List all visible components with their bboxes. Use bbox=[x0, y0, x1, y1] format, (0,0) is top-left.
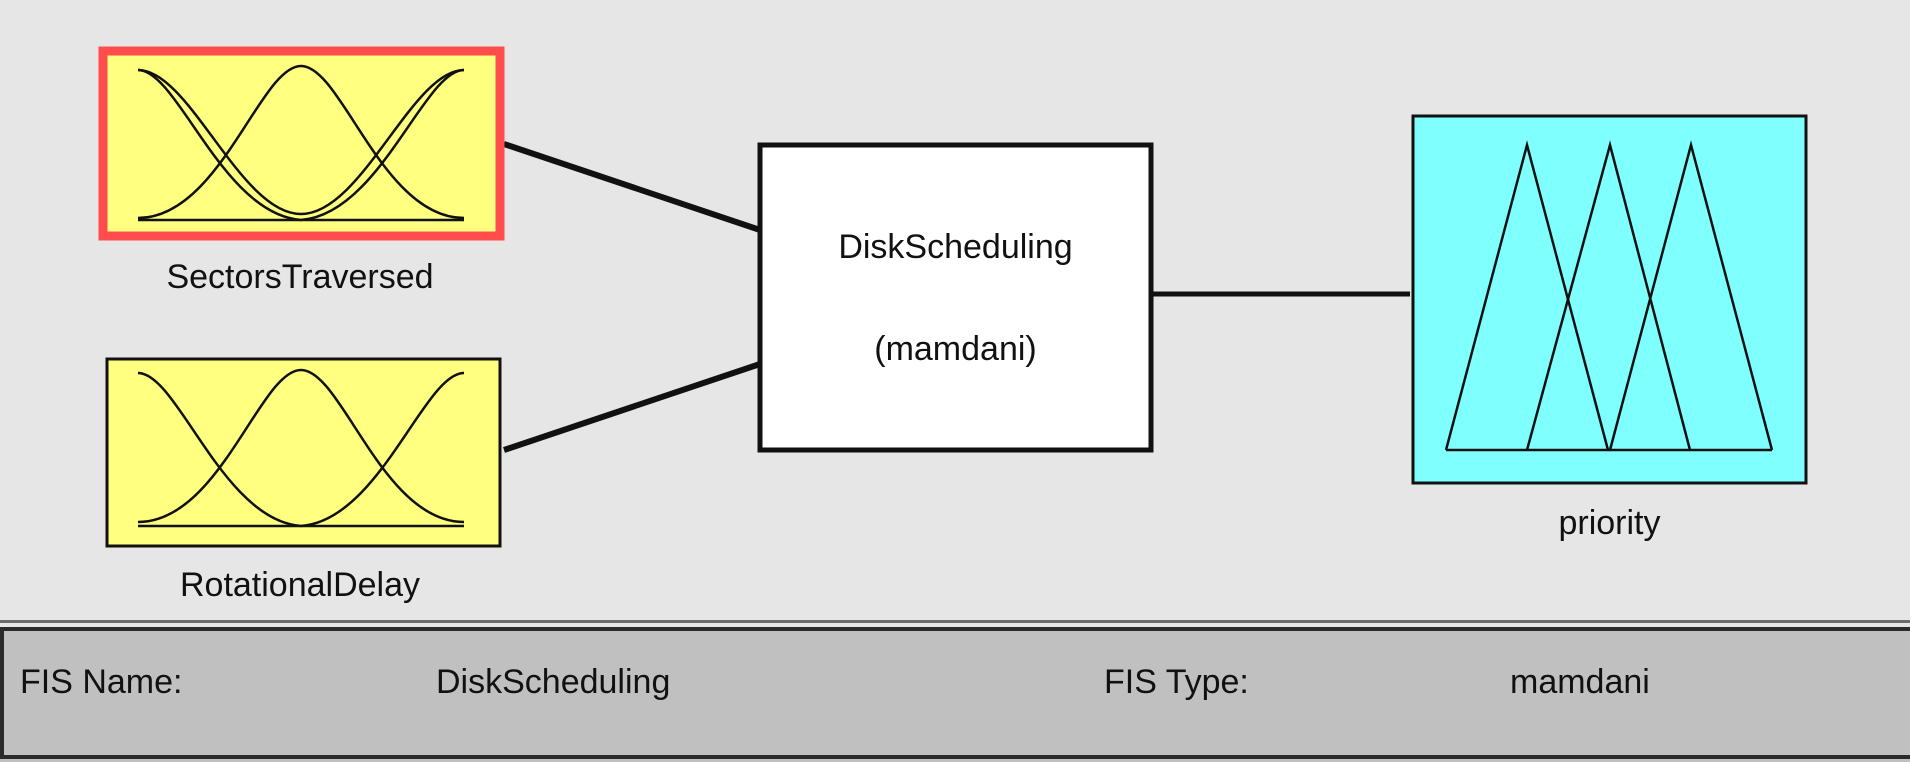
input-label-sectors-traversed: SectorsTraversed bbox=[166, 258, 434, 296]
panel-divider-highlight bbox=[0, 623, 1910, 627]
fis-info-panel: FIS Name: DiskScheduling FIS Type: mamda… bbox=[0, 620, 1910, 762]
output-label-priority: priority bbox=[1558, 504, 1661, 542]
output-node-priority[interactable] bbox=[1411, 114, 1808, 485]
panel-bottom-border bbox=[0, 755, 1910, 759]
input-node-rotational-delay[interactable] bbox=[105, 357, 502, 548]
system-name: DiskScheduling bbox=[838, 228, 1073, 266]
input-label-rotational-delay: RotationalDelay bbox=[179, 566, 421, 604]
system-type: (mamdani) bbox=[874, 330, 1037, 368]
gaussian-mf-icon bbox=[137, 64, 465, 222]
triangular-mf-icon bbox=[1444, 140, 1774, 452]
system-block[interactable] bbox=[757, 142, 1154, 453]
panel-divider bbox=[0, 620, 1910, 623]
input-node-sectors-traversed[interactable] bbox=[98, 46, 505, 241]
connector-input2-system bbox=[503, 361, 761, 453]
gaussian-mf-icon bbox=[137, 368, 465, 528]
fis-type-label: FIS Type: bbox=[1104, 663, 1249, 701]
fis-name-label: FIS Name: bbox=[20, 663, 183, 701]
fis-type-value: mamdani bbox=[1510, 663, 1650, 701]
fis-diagram bbox=[98, 46, 1808, 548]
connector-input1-system bbox=[503, 141, 761, 233]
fis-info-box: FIS Name: DiskScheduling FIS Type: mamda… bbox=[0, 627, 1910, 755]
fis-name-value: DiskScheduling bbox=[436, 663, 671, 701]
